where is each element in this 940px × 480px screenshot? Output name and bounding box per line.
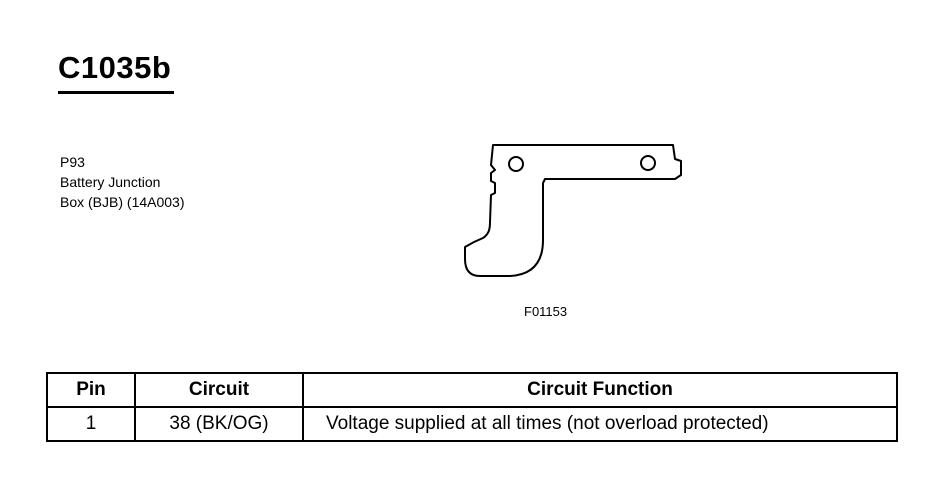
header-pin: Pin	[46, 372, 136, 408]
cell-pin: 1	[46, 406, 136, 442]
mounting-hole-left	[508, 156, 524, 172]
table-header-row: Pin Circuit Circuit Function	[46, 372, 898, 408]
pin-table: Pin Circuit Circuit Function 1 38 (BK/OG…	[46, 372, 898, 442]
connector-name-line1: Battery Junction	[60, 174, 161, 190]
connector-housing-outline	[464, 144, 682, 277]
connector-name-line2: Box (BJB) (14A003)	[60, 194, 185, 210]
figure-code: F01153	[524, 304, 568, 319]
cell-circuit-function: Voltage supplied at all times (not overl…	[302, 406, 898, 442]
connector-description: P93 Battery Junction Box (BJB) (14A003)	[60, 152, 185, 212]
table-row: 1 38 (BK/OG) Voltage supplied at all tim…	[46, 406, 898, 442]
cell-circuit: 38 (BK/OG)	[134, 406, 304, 442]
header-circuit: Circuit	[134, 372, 304, 408]
title-underline	[58, 91, 174, 94]
mounting-hole-right	[640, 155, 656, 171]
connector-designator: P93	[60, 154, 85, 170]
header-circuit-function: Circuit Function	[302, 372, 898, 408]
connector-face-diagram	[464, 144, 682, 277]
connector-title: C1035b	[58, 50, 172, 85]
